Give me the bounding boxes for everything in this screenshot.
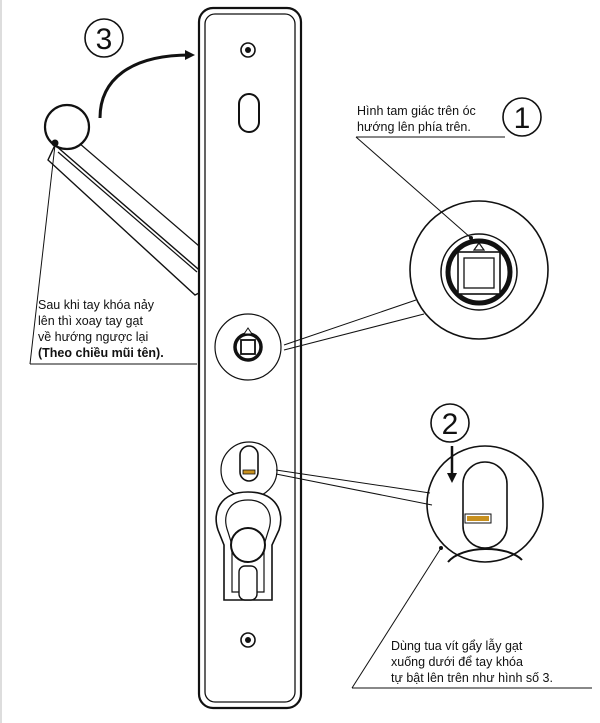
latch-lever xyxy=(242,469,256,475)
step3-line-4: (Theo chiều mũi tên). xyxy=(38,346,164,360)
triangle-marker-icon xyxy=(472,241,486,251)
door-handle-lever xyxy=(43,103,207,296)
step2-note: Dùng tua vít gẩy lẫy gạt xuống dưới để t… xyxy=(351,546,592,689)
spindle-magnified xyxy=(283,200,549,351)
step1-line-1: Hình tam giác trên óc xyxy=(357,104,476,118)
step1-note: Hình tam giác trên óc hướng lên phía trê… xyxy=(355,104,505,240)
step1-badge: 1 xyxy=(502,97,542,137)
step2-badge: 2 xyxy=(430,403,470,443)
lock-cylinder xyxy=(215,491,282,601)
step3-line-1: Sau khi tay khóa nảy xyxy=(38,298,155,312)
step3-line-2: lên thì xoay tay gạt xyxy=(38,314,143,328)
upper-slot xyxy=(238,93,260,133)
step2-line-3: tự bật lên trên như hình số 3. xyxy=(391,671,553,685)
step1-line-2: hướng lên phía trên. xyxy=(357,120,471,134)
latch-magnified xyxy=(275,445,544,563)
step2-line-2: xuống dưới để tay khóa xyxy=(391,655,523,669)
spindle-hub xyxy=(214,313,282,381)
step3-line-3: về hướng ngược lại xyxy=(38,330,148,344)
step2-line-1: Dùng tua vít gẩy lẫy gạt xyxy=(391,638,523,653)
handle-pointer-dot xyxy=(51,139,59,147)
step3-note: Sau khi tay khóa nảy lên thì xoay tay gạ… xyxy=(29,144,197,365)
rotate-arrow xyxy=(98,50,195,119)
svg-text:1: 1 xyxy=(514,102,531,135)
svg-text:2: 2 xyxy=(442,408,459,441)
lock-plate xyxy=(197,6,303,710)
svg-text:3: 3 xyxy=(96,23,113,56)
handle-knob xyxy=(43,103,91,151)
latch-slot xyxy=(220,441,278,499)
step3-badge: 3 xyxy=(84,18,124,58)
